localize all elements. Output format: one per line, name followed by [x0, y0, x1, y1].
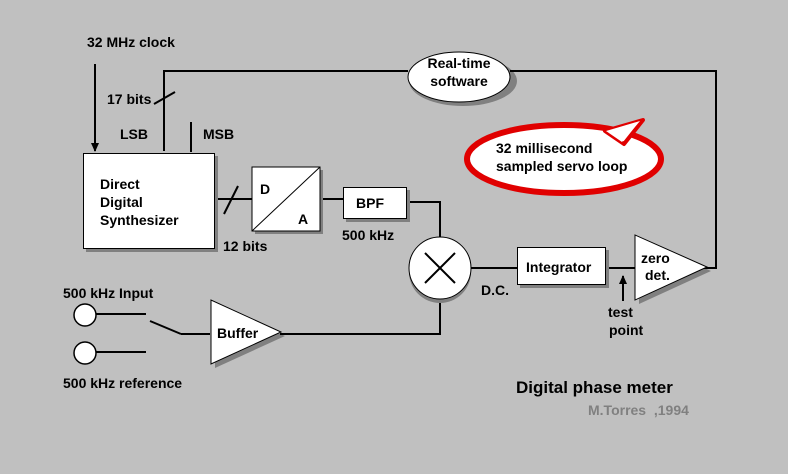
bus-17-bits-slash	[153, 91, 176, 105]
dac-diagonal	[251, 166, 321, 232]
mixer-cross-b	[424, 252, 456, 284]
reference-terminal	[73, 341, 97, 365]
author-credit: M.Torres ,1994	[588, 402, 689, 418]
test-point-line1: test	[608, 304, 633, 320]
servo-loop-pointer-fill	[606, 121, 640, 142]
clock-label: 32 MHz clock	[87, 34, 175, 50]
test-point-line2: point	[609, 322, 644, 338]
servo-line1: 32 millisecond	[496, 140, 593, 156]
feedback-wire-right	[510, 70, 717, 269]
servo-line2: sampled servo loop	[496, 158, 628, 174]
buffer-triangle	[210, 299, 283, 365]
dc-label: D.C.	[481, 282, 509, 298]
msb-label: MSB	[203, 126, 235, 142]
bpf-to-mixer-wire	[407, 201, 441, 241]
software-line1: Real-time	[427, 55, 491, 71]
input-label: 500 kHz Input	[63, 285, 154, 301]
dac-d-label: D	[260, 181, 271, 197]
zero-det-line2: det.	[645, 267, 670, 283]
bits-12-label: 12 bits	[223, 238, 268, 254]
bits-17-label: 17 bits	[107, 91, 152, 107]
signal-wires	[91, 64, 717, 353]
lsb-label: LSB	[120, 126, 148, 142]
dds-box: Direct Digital Synthesizer	[83, 153, 215, 249]
dac-a-label: A	[298, 211, 309, 227]
diagram-title: Digital phase meter	[516, 378, 673, 397]
dds-line2: Digital	[100, 194, 143, 210]
feedback-wire-left	[163, 70, 408, 151]
integrator-label: Integrator	[526, 259, 592, 275]
buffer-to-mixer-wire	[280, 303, 441, 335]
switch-arm	[149, 320, 182, 335]
dds-line3: Synthesizer	[100, 212, 179, 228]
reference-label: 500 kHz reference	[63, 375, 183, 391]
zero-det-triangle	[634, 234, 709, 301]
bus-12-bits-slash	[223, 185, 239, 215]
software-line2: software	[430, 73, 488, 89]
software-ellipse	[407, 51, 511, 103]
integrator-box: Integrator	[517, 247, 606, 285]
buffer-label: Buffer	[217, 325, 259, 341]
input-terminal	[73, 303, 97, 327]
bpf-box: BPF	[343, 187, 407, 219]
bpf-label: BPF	[356, 195, 384, 211]
servo-loop-ellipse	[464, 122, 664, 196]
dds-line1: Direct	[100, 176, 140, 192]
zero-det-line1: zero	[641, 250, 670, 266]
bpf-freq-label: 500 kHz	[342, 227, 395, 243]
